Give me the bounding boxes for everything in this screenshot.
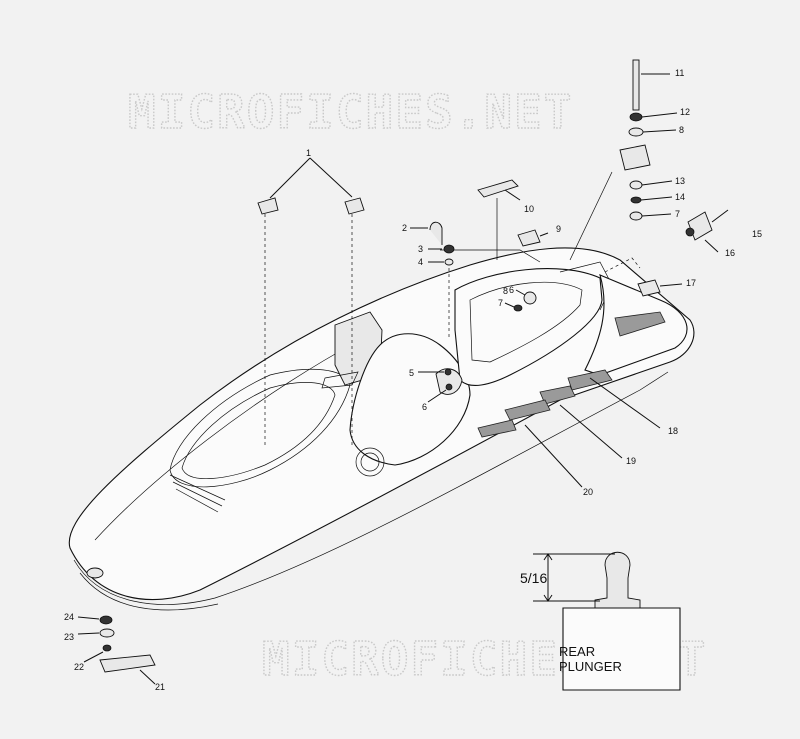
callout-19: 19 — [626, 456, 636, 466]
callout-10: 10 — [524, 204, 534, 214]
leader-lines-18-20 — [524, 377, 661, 488]
callout-3: 3 — [418, 244, 423, 254]
part-2-grab-handle — [410, 221, 443, 245]
callout-7b: 7 — [675, 209, 680, 219]
callout-17: 17 — [686, 278, 696, 288]
part-9-label — [517, 229, 549, 247]
callout-21: 21 — [155, 682, 165, 692]
callout-5: 5 — [409, 368, 414, 378]
part-10-strip — [477, 179, 521, 260]
parts-21-24-tow-eye — [77, 615, 156, 685]
hull-body — [68, 247, 695, 611]
note-line-1: REAR — [559, 644, 595, 659]
callout-15: 15 — [752, 229, 762, 239]
parts-5-6-plate-fasteners — [418, 368, 453, 403]
callout-6: 6 — [422, 402, 427, 412]
callout-8b: 8 — [503, 286, 508, 296]
watermark-top: MICROFICHES.NET — [128, 85, 573, 139]
callout-7: 7 — [498, 298, 503, 308]
callout-14: 14 — [675, 192, 685, 202]
callout-4: 4 — [418, 257, 423, 267]
part-1-handles — [257, 157, 365, 448]
parts-6-7-rear-fasteners — [504, 289, 537, 312]
callout-2: 2 — [402, 223, 407, 233]
rear-plunger-detail — [533, 551, 681, 691]
parts-15-16-drain-plug — [685, 209, 729, 253]
callout-6b: 6 — [509, 285, 514, 295]
callout-8: 8 — [679, 125, 684, 135]
callout-labels: 1 2 3 4 5 6 7 6 7 8 8 9 10 11 12 13 14 1… — [64, 68, 762, 692]
callout-18: 18 — [668, 426, 678, 436]
callout-23: 23 — [64, 632, 74, 642]
callout-13: 13 — [675, 176, 685, 186]
parts-3-4-fasteners — [428, 244, 455, 340]
dimension-label: 5/16 — [520, 570, 547, 586]
part-17-label — [637, 279, 683, 297]
note-line-2: PLUNGER — [559, 659, 622, 674]
callout-12: 12 — [680, 107, 690, 117]
callout-22: 22 — [74, 662, 84, 672]
callout-9: 9 — [556, 224, 561, 234]
callout-16: 16 — [725, 248, 735, 258]
parts-8-11-12-13-14-plunger-stack — [569, 59, 678, 273]
callout-20: 20 — [583, 487, 593, 497]
callout-11: 11 — [675, 68, 684, 78]
callout-1: 1 — [306, 148, 311, 158]
callout-24: 24 — [64, 612, 74, 622]
